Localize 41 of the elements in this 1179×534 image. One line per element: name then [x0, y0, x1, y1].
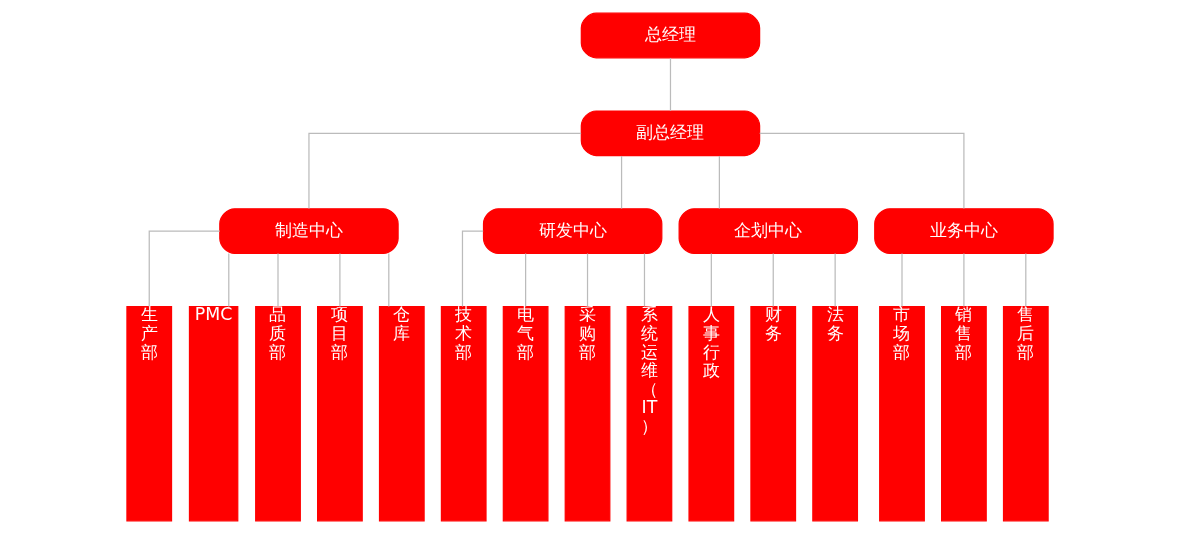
- node-box: 项目部: [316, 306, 363, 522]
- node-box: 总经理: [580, 12, 760, 59]
- connector: [338, 252, 340, 308]
- connector: [227, 252, 229, 308]
- node-box: PMC: [188, 306, 238, 522]
- connector: [834, 252, 836, 308]
- connector: [387, 252, 389, 308]
- node-box: 仓库: [378, 306, 425, 522]
- connector: [276, 252, 279, 308]
- connector: [586, 252, 588, 308]
- node-box: 研发中心: [482, 208, 662, 254]
- connector: [307, 132, 582, 210]
- node-box: 法务: [811, 306, 858, 522]
- connector: [643, 252, 645, 308]
- connector: [669, 57, 671, 112]
- node-box: 电气部: [502, 306, 548, 522]
- connector: [962, 252, 964, 308]
- node-box: 采购部: [564, 306, 610, 522]
- node-box: 企划中心: [678, 208, 858, 254]
- node-box: 人事行政: [687, 306, 734, 522]
- node-box: 业务中心: [873, 208, 1054, 254]
- node-box: 生产部: [125, 306, 172, 522]
- connector: [710, 252, 712, 308]
- connector: [900, 252, 903, 308]
- connector: [524, 252, 526, 308]
- connector: [718, 155, 720, 210]
- connector: [620, 155, 622, 210]
- node-box: 市场部: [878, 306, 925, 522]
- connector: [758, 132, 964, 210]
- node-box: 财务: [749, 306, 796, 522]
- node-box: 技术部: [440, 306, 487, 522]
- node-box: 品质部: [254, 306, 301, 522]
- connector: [461, 230, 484, 308]
- node-box: 制造中心: [218, 208, 399, 254]
- connector: [148, 230, 220, 308]
- connector: [1024, 252, 1026, 308]
- node-box: 售后部: [1002, 306, 1049, 522]
- node-box: 销售部: [940, 306, 987, 522]
- connector: [772, 252, 774, 308]
- node-box: 副总经理: [580, 110, 760, 157]
- node-box: 系统运维（IT）: [626, 306, 672, 522]
